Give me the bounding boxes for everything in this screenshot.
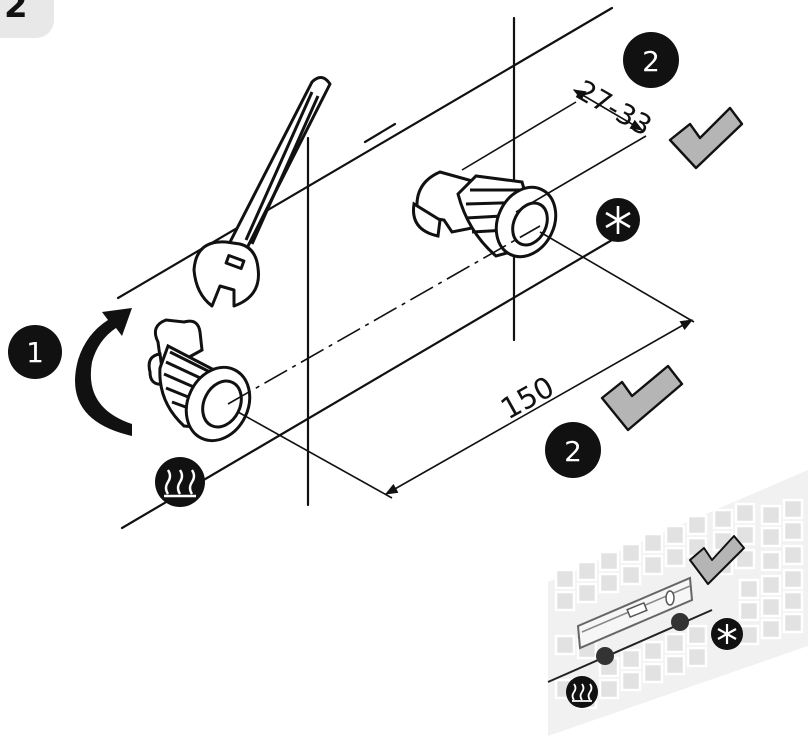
dimension-150 bbox=[237, 231, 695, 499]
check-icon bbox=[668, 106, 744, 170]
step-tab bbox=[0, 0, 54, 38]
centre-line bbox=[227, 225, 541, 405]
badge-1: 1 bbox=[8, 325, 62, 379]
svg-text:2: 2 bbox=[564, 435, 582, 468]
step-number: 2 bbox=[4, 0, 28, 26]
rotate-arrow-icon bbox=[75, 308, 132, 436]
dimension-27-33 bbox=[461, 89, 647, 213]
cold-water-icon bbox=[596, 198, 640, 242]
svg-text:1: 1 bbox=[26, 336, 44, 369]
badge-2-bottom: 2 bbox=[545, 422, 601, 478]
hot-water-icon bbox=[155, 457, 205, 507]
hot-water-fitting bbox=[147, 318, 252, 443]
wrench-icon bbox=[192, 76, 332, 308]
check-icon bbox=[600, 364, 684, 432]
cold-water-fitting bbox=[412, 170, 558, 259]
wall-tile-lines bbox=[116, 6, 614, 530]
inset-view bbox=[547, 470, 808, 736]
badge-2-top: 2 bbox=[623, 32, 679, 88]
dimension-150-label: 150 bbox=[495, 370, 560, 427]
svg-text:2: 2 bbox=[642, 45, 660, 78]
